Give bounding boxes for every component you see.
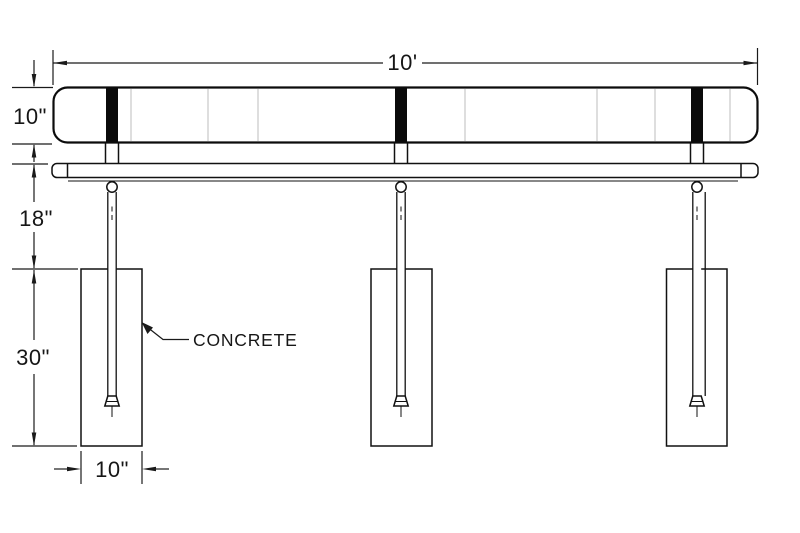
bench-post-3 xyxy=(688,142,706,417)
post-bolt-circle xyxy=(106,181,118,193)
arrowhead-up xyxy=(31,144,37,158)
arrowhead-up xyxy=(31,270,37,284)
dim-footing-depth: 30" xyxy=(12,270,77,447)
arrowhead-left xyxy=(142,466,156,472)
arrowhead-down xyxy=(31,432,37,446)
post-tube-body xyxy=(107,192,117,396)
dim-footing-width: 10" xyxy=(54,451,169,484)
dim-footing-width-label: 10" xyxy=(95,457,129,482)
post-bolt-circle xyxy=(395,181,407,193)
arrowhead-right xyxy=(743,60,758,66)
bench-post-2 xyxy=(392,142,410,417)
dim-ground-clearance-label: 18" xyxy=(19,206,53,231)
post-bolt-circle xyxy=(691,181,703,193)
dim-footing-depth-label: 30" xyxy=(16,345,50,370)
bench-post-1 xyxy=(103,142,121,417)
dim-ground-clearance: 18" xyxy=(12,163,78,270)
seat-post-band-2 xyxy=(395,88,407,142)
leader-line xyxy=(141,322,189,341)
callout-concrete: CONCRETE xyxy=(141,322,298,350)
arrowhead-down xyxy=(31,74,37,88)
seat-post-band-3 xyxy=(691,88,703,142)
rail-tube xyxy=(51,162,759,179)
bench-seat-mesh xyxy=(52,86,759,144)
dim-overall-length-label: 10' xyxy=(387,50,417,75)
post-tube-body xyxy=(396,192,406,396)
dim-seat-thickness-label: 10" xyxy=(13,104,47,129)
dim-overall-length: 10' xyxy=(52,48,759,85)
seat-panel-seams xyxy=(130,89,731,141)
bench-seat xyxy=(52,86,759,144)
dim-seat-thickness: 10" xyxy=(12,60,53,162)
arrowhead-right xyxy=(67,466,81,472)
arrowhead-up xyxy=(31,164,37,178)
support-rail xyxy=(51,162,759,182)
post-tube-body xyxy=(692,192,702,396)
seat-post-band-1 xyxy=(106,88,118,142)
concrete-callout-label: CONCRETE xyxy=(193,330,298,350)
arrowhead-down xyxy=(31,255,37,269)
arrowhead-left xyxy=(53,60,67,66)
